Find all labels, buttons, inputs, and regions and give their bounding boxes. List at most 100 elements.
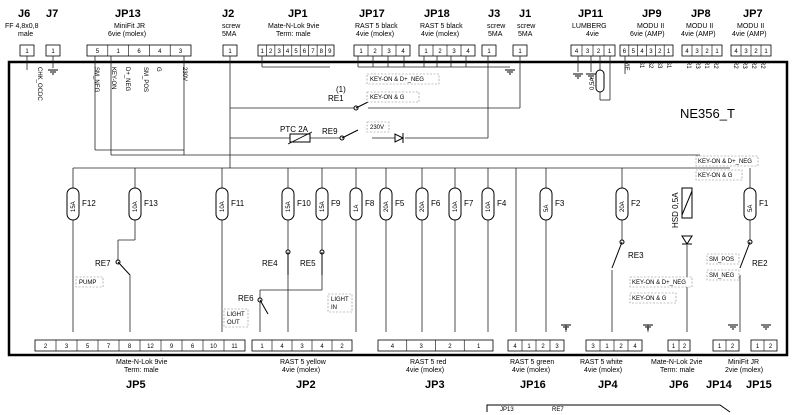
pin-number: 5 — [294, 49, 298, 55]
pin-number: 3 — [419, 344, 423, 350]
jp13-sig-smpos: SM_POS — [142, 67, 148, 92]
re1-label: RE1 — [328, 94, 344, 103]
wiring — [26, 56, 751, 332]
jp13-sig-smneg: SM_NEG — [93, 67, 99, 93]
fuse-label: F1 — [759, 199, 769, 208]
pin-number: 7 — [311, 49, 315, 55]
pin-number: 1 — [260, 344, 264, 350]
jp6-desc2: Term: male — [660, 367, 695, 374]
pin-number: 1 — [605, 344, 609, 350]
re6-label: RE6 — [238, 294, 254, 303]
jp13-sig-g: G — [155, 67, 161, 72]
jp18-id: JP18 — [424, 8, 450, 20]
re3-logic-b: KEY-ON & G — [632, 296, 667, 302]
fuse-label: F12 — [82, 199, 96, 208]
pin-number: 2 — [269, 49, 273, 55]
re5-logic-b: IN — [331, 305, 337, 311]
re3-label: RE3 — [628, 251, 644, 260]
pin-number: 6 — [623, 49, 627, 55]
board-title: NE356_T — [680, 106, 735, 121]
jp13-desc2: 6vie (molex) — [108, 31, 146, 38]
jp7-desc2: 4vie (AMP) — [732, 31, 767, 38]
j6-desc: FF 4,8x0,8 — [5, 23, 39, 30]
top-connector-labels: J6 FF 4,8x0,8 male J7 JP13 MiniFit JR 6v… — [5, 8, 767, 38]
fuse-label: F3 — [555, 199, 565, 208]
j2-desc2: 5MA — [222, 31, 237, 38]
jp9-desc: MODU II — [637, 23, 664, 30]
relay-re1: (1) RE1 KEY-ON & D+_NEG KEY-ON & G — [328, 73, 440, 111]
next-sheet-fragment: JP13 RE7 — [486, 404, 731, 413]
f1-logic-a: KEY-ON & D+_NEG — [698, 159, 752, 165]
f1-logic-b: KEY-ON & G — [698, 173, 733, 179]
jp7-sig-1: R3 — [741, 61, 747, 69]
pin-number: 4 — [401, 49, 405, 55]
jp11-desc: LUMBERG — [572, 23, 607, 30]
pin-number: 4 — [320, 344, 324, 350]
j3-pin-header: 1 — [481, 44, 497, 57]
ground-icon — [643, 324, 653, 330]
pin-number: 1 — [487, 49, 491, 55]
jp3-desc: RAST 5 red — [410, 359, 447, 366]
pin-number: 2 — [769, 344, 773, 350]
hsd-label: HSD 0,5A — [671, 192, 680, 228]
re6-logic-b: OUT — [227, 320, 240, 326]
pin-number: 1 — [764, 49, 768, 55]
jp3-id: JP3 — [425, 379, 445, 391]
jp11-fuse-label: 0,5A — [590, 78, 596, 90]
jp7-sig-0: R2 — [732, 61, 738, 69]
fuse-label: F8 — [365, 199, 375, 208]
fuse-rating: 15A — [286, 201, 292, 212]
fuse-rating: 5A — [748, 205, 754, 212]
bottom-connector-labels: Mate-N-Lok 9vie Term: male JP5 RAST 5 ye… — [116, 359, 772, 391]
fuse-rating: 15A — [71, 201, 77, 212]
pin-number: 4 — [685, 49, 689, 55]
jp11-desc2: 4vie — [586, 31, 599, 38]
j1-pin-header: 1 — [512, 44, 528, 57]
ground-icon — [761, 324, 771, 330]
f1-logic: KEY-ON & D+_NEG KEY-ON & G — [695, 155, 759, 181]
jp2-desc2: 4vie (molex) — [282, 367, 320, 374]
pin-number: 12 — [147, 344, 154, 350]
relay-re3: RE3 KEY-ON & D+_NEG KEY-ON & G — [611, 239, 693, 304]
pin-number: 1 — [756, 344, 760, 350]
jp8-sig-0: R1 — [685, 61, 691, 69]
pin-number: 1 — [715, 49, 719, 55]
pin-number: 5 — [96, 49, 100, 55]
pin-number: 1 — [718, 344, 722, 350]
pin-number: 6 — [137, 49, 141, 55]
jp13-sig-keyon: KEY-ON — [110, 67, 116, 89]
jp6-id: JP6 — [669, 379, 689, 391]
re7-logic: PUMP — [79, 280, 96, 286]
pin-number: 1 — [424, 49, 428, 55]
j6-id: J6 — [18, 8, 30, 20]
pin-number: 4 — [466, 49, 470, 55]
jp4-desc: RAST 5 white — [580, 359, 623, 366]
pin-number: 2 — [683, 344, 687, 350]
jp11-fuse: 0,5A — [590, 69, 605, 93]
re7-label: RE7 — [95, 259, 111, 268]
pin-number: 1 — [608, 49, 612, 55]
pin-number: 1 — [261, 49, 265, 55]
pin-number: 4 — [280, 344, 284, 350]
jp5-desc2: Term: male — [124, 367, 159, 374]
relay-re4: RE4 — [262, 249, 291, 275]
pin-number: 1 — [477, 344, 481, 350]
pin-number: 2 — [658, 49, 662, 55]
jp7-sig-2: R2 — [750, 61, 756, 69]
pin-number: 3 — [300, 344, 304, 350]
jp13-id: JP13 — [115, 8, 141, 20]
fuse-rating: 20A — [620, 201, 626, 212]
j1-desc2: 5MA — [518, 31, 533, 38]
